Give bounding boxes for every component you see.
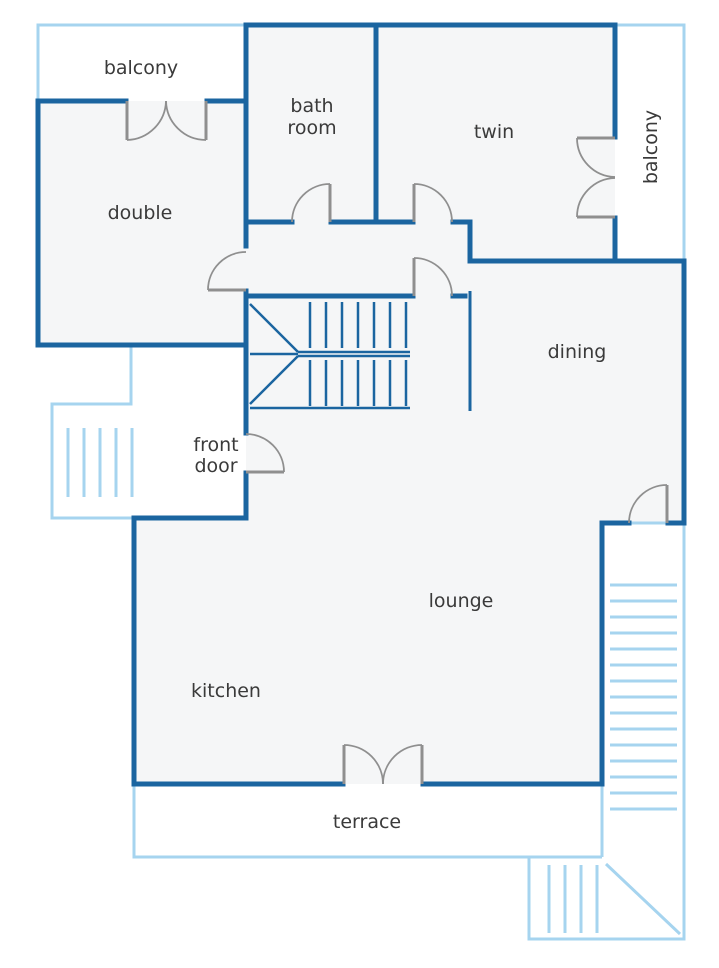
terrace-label: terrace <box>333 811 401 833</box>
twin-floor <box>376 25 615 261</box>
dining-door <box>628 484 669 524</box>
front-door-label-line1: front <box>193 434 238 456</box>
twin-label: twin <box>474 121 514 143</box>
entry-porch-outline <box>50 345 134 520</box>
balcony-top-label: balcony <box>104 57 178 79</box>
terrace-door <box>342 744 424 785</box>
twin-balcony-door <box>576 136 616 219</box>
double-floor <box>38 101 246 345</box>
double-label: double <box>108 202 173 224</box>
terrace-outline <box>132 784 602 859</box>
doors <box>125 100 669 785</box>
stair-landing-diagonal <box>604 862 682 936</box>
lounge-floor <box>134 518 602 784</box>
balcony-right-outline <box>615 23 686 261</box>
twin-door <box>412 183 453 223</box>
outdoor-staircase <box>610 583 677 811</box>
bathroom-label-line2: room <box>287 117 336 139</box>
entry-steps <box>66 428 134 497</box>
dining-label: dining <box>548 341 607 363</box>
walls <box>35 22 687 787</box>
front-door <box>245 433 285 474</box>
balcony-right-label: balcony <box>640 110 662 184</box>
room-labels: balcony bath room twin balcony double di… <box>104 57 662 833</box>
double-room-door <box>207 251 247 292</box>
lounge-label: lounge <box>429 590 494 612</box>
bottom-steps <box>547 865 599 933</box>
bathroom-label-line1: bath <box>290 95 333 117</box>
balcony-top-outline <box>36 23 246 101</box>
double-balcony-door <box>125 100 208 141</box>
kitchen-label: kitchen <box>191 680 261 702</box>
hallway-floor <box>246 222 470 296</box>
center-floor <box>246 408 606 523</box>
bathroom-door <box>291 183 332 223</box>
stair-hall-door <box>412 257 453 297</box>
front-door-label-line2: door <box>194 455 237 477</box>
interior-staircase <box>249 302 410 410</box>
